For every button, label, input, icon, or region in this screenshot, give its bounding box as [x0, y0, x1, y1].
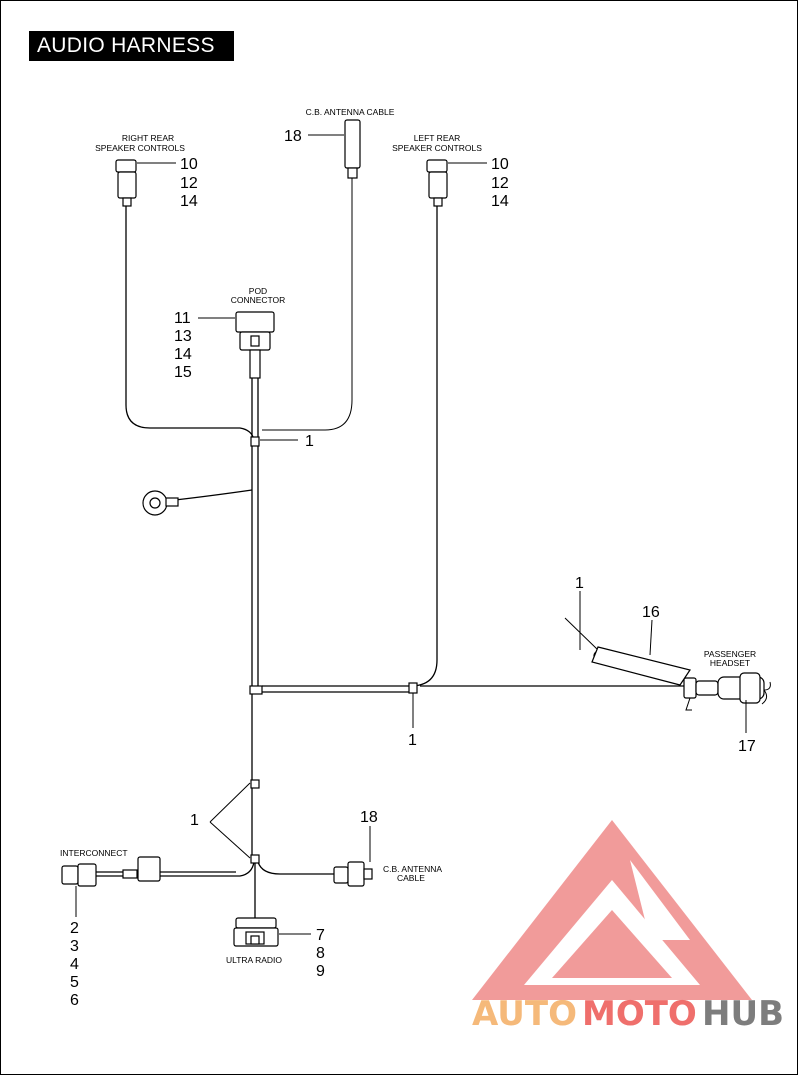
label-passenger-2: HEADSET — [710, 658, 750, 668]
callout-right-rear-c: 14 — [180, 193, 198, 210]
callout-passenger-headset: 17 — [738, 738, 756, 755]
label-left-rear-2: SPEAKER CONTROLS — [392, 143, 482, 153]
watermark-text-moto: MOTO — [582, 994, 697, 1034]
callout-interconnect-b: 3 — [70, 938, 79, 955]
callout-clip-upper: 1 — [305, 433, 314, 450]
callout-clips-lower: 1 — [190, 812, 199, 829]
callout-ultra-radio-b: 8 — [316, 945, 325, 962]
ultra-radio-connector — [233, 917, 279, 947]
callout-interconnect-a: 2 — [70, 920, 79, 937]
callout-clip-passenger: 1 — [575, 575, 584, 592]
leader-lines — [75, 134, 747, 935]
label-pod-2: CONNECTOR — [231, 295, 286, 305]
callout-clip-junction: 1 — [408, 732, 417, 749]
callout-ultra-radio-c: 9 — [316, 963, 325, 980]
passenger-sleeve — [564, 617, 691, 686]
callout-left-rear-b: 12 — [491, 175, 509, 192]
callout-interconnect-e: 6 — [70, 992, 79, 1009]
label-right-rear-2: SPEAKER CONTROLS — [95, 143, 185, 153]
label-cb-antenna-bottom-1: C.B. ANTENNA — [383, 864, 442, 874]
callout-pod-d: 15 — [174, 364, 192, 381]
label-left-rear-1: LEFT REAR — [414, 133, 461, 143]
left-rear-connector — [426, 159, 448, 207]
callout-pod-a: 11 — [174, 310, 191, 327]
callout-interconnect-c: 4 — [70, 956, 79, 973]
interconnect-connector — [61, 856, 161, 887]
watermark-text-hub: HUB — [702, 994, 784, 1034]
callout-cb-bottom: 18 — [360, 809, 378, 826]
label-ultra-radio: ULTRA RADIO — [226, 955, 282, 965]
label-interconnect: INTERCONNECT — [60, 848, 128, 858]
callout-pod-b: 13 — [174, 328, 192, 345]
callout-pod-c: 14 — [174, 346, 192, 363]
callout-left-rear-a: 10 — [491, 156, 509, 173]
label-pod-1: POD — [249, 286, 267, 296]
watermark-logo: AUTO MOTO HUB — [472, 820, 784, 1034]
label-passenger-1: PASSENGER — [704, 649, 756, 659]
cb-antenna-top-connector — [344, 119, 361, 179]
callout-right-rear-a: 10 — [180, 156, 198, 173]
passenger-headset-connector — [683, 672, 771, 711]
callout-interconnect-d: 5 — [70, 974, 79, 991]
harness-wires — [95, 178, 690, 918]
callout-right-rear-b: 12 — [180, 175, 198, 192]
watermark-text-auto: AUTO — [472, 994, 577, 1034]
label-cb-antenna-top: C.B. ANTENNA CABLE — [306, 107, 395, 117]
callout-cb-top: 18 — [284, 128, 302, 145]
label-right-rear-1: RIGHT REAR — [122, 133, 174, 143]
cb-antenna-bottom-connector — [333, 861, 373, 887]
label-cb-antenna-bottom-2: CABLE — [397, 873, 425, 883]
callout-ultra-radio-a: 7 — [316, 927, 325, 944]
ring-terminal — [142, 490, 179, 516]
clips-main — [249, 436, 418, 864]
pod-connector — [235, 311, 275, 379]
right-rear-connector — [115, 159, 137, 207]
diagram-title: AUDIO HARNESS — [29, 31, 234, 61]
callout-sleeve: 16 — [642, 604, 660, 621]
callout-left-rear-c: 14 — [491, 193, 509, 210]
